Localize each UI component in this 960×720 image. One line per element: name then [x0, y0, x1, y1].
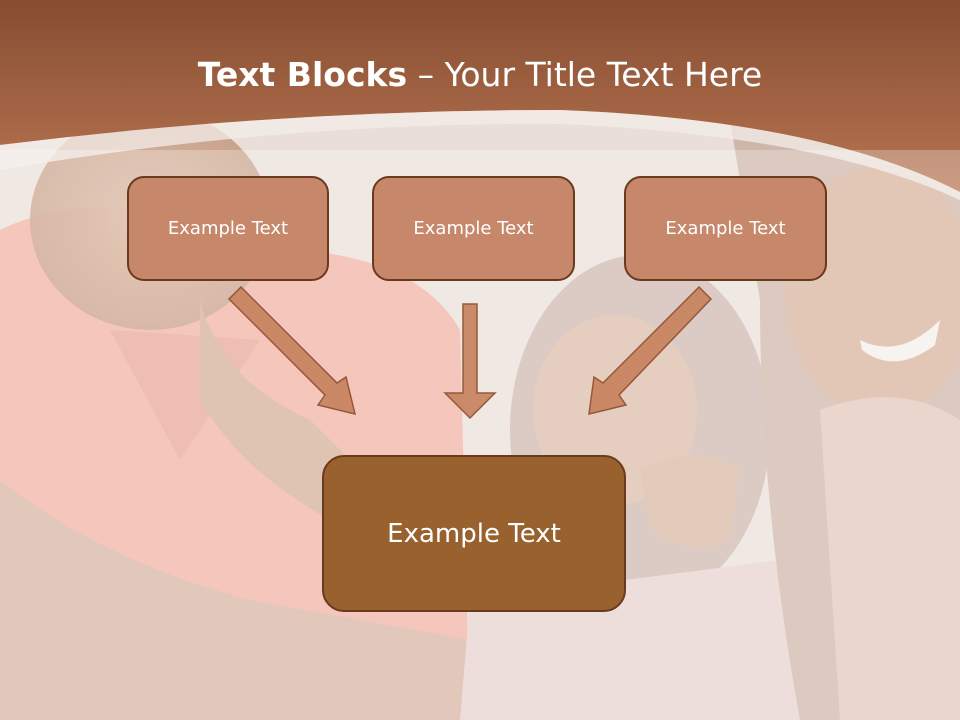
text-block-left[interactable]: Example Text: [127, 176, 329, 281]
text-block-right-label: Example Text: [665, 218, 786, 239]
arrow-down-left-icon: [588, 285, 713, 415]
text-block-bottom[interactable]: Example Text: [322, 455, 626, 612]
text-block-middle[interactable]: Example Text: [372, 176, 575, 281]
text-block-middle-label: Example Text: [413, 218, 534, 239]
title-rest: Your Title Text Here: [444, 55, 763, 94]
text-block-bottom-label: Example Text: [387, 518, 561, 549]
arrow-down-icon: [443, 303, 497, 420]
slide-title: Text Blocks – Your Title Text Here: [0, 52, 960, 98]
title-bold: Text Blocks: [197, 55, 408, 94]
arrow-down-right-icon: [227, 285, 357, 416]
title-dash: –: [407, 55, 445, 94]
text-block-right[interactable]: Example Text: [624, 176, 827, 281]
text-block-left-label: Example Text: [167, 218, 289, 239]
